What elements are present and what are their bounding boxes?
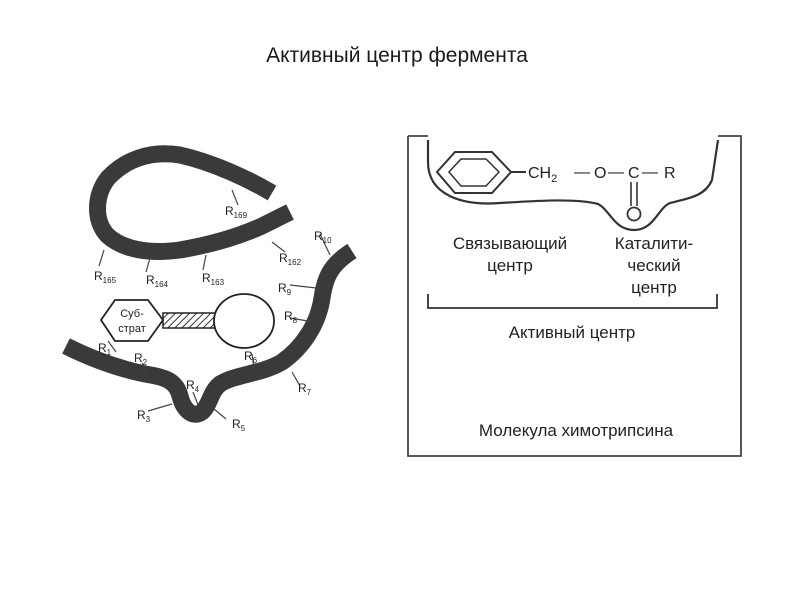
residue-r1: R1 (98, 341, 112, 357)
binding-center-label-1: Связывающий (453, 234, 567, 253)
formula-dash-2: — (608, 164, 624, 181)
catalytic-center-label-3: центр (631, 278, 677, 297)
formula-oxygen: O (594, 165, 606, 182)
substrate-linker (162, 312, 217, 329)
catalytic-center-label-1: Каталити- (615, 234, 693, 253)
page-title: Активный центр фермента (266, 44, 528, 67)
benzene-inner-ring (447, 158, 501, 187)
catalytic-center-label-2: ческий (627, 256, 680, 275)
residue-r9: R9 (278, 281, 292, 297)
residue-r10: R10 (314, 229, 332, 245)
chymotrypsin-frame (426, 139, 720, 232)
left-diagram: Суб- страт (62, 145, 357, 433)
substrate-oval (213, 293, 275, 349)
residue-r162: R162 (279, 251, 302, 267)
binding-center-label-2: центр (487, 256, 533, 275)
residue-r165: R165 (94, 269, 117, 285)
right-diagram: CH2 — O — C — R Связывающий центр Катали… (407, 135, 742, 457)
upper-chain (89, 145, 294, 260)
benzene-ring (435, 151, 513, 194)
formula-carbon: C (628, 165, 640, 182)
active-center-bracket (427, 294, 718, 309)
residue-ticks (98, 189, 331, 420)
formula-dash-3: — (642, 164, 658, 181)
residue-r164: R164 (146, 273, 169, 289)
residue-r8: R8 (284, 309, 298, 325)
formula-r-group: R (664, 165, 676, 182)
substrate-hexagon (99, 299, 165, 342)
residue-r3: R3 (137, 408, 151, 424)
formula-dash-1: — (574, 164, 590, 181)
carbonyl-oxygen (626, 206, 642, 222)
residue-r2: R2 (134, 351, 148, 367)
lower-chain (62, 243, 357, 423)
residue-r169: R169 (225, 204, 248, 220)
residue-r6: R6 (244, 349, 258, 365)
molecule-label: Молекула химотрипсина (479, 421, 674, 440)
residue-r7: R7 (298, 381, 312, 397)
substrate-label-1: Суб- (120, 308, 144, 320)
substrate-label-2: страт (118, 323, 146, 335)
residue-r4: R4 (186, 378, 200, 394)
residue-r163: R163 (202, 271, 225, 287)
formula-ch2: CH2 (528, 165, 557, 185)
active-center-label: Активный центр (509, 323, 636, 342)
residue-r5: R5 (232, 417, 246, 433)
molecule-border (407, 135, 742, 457)
